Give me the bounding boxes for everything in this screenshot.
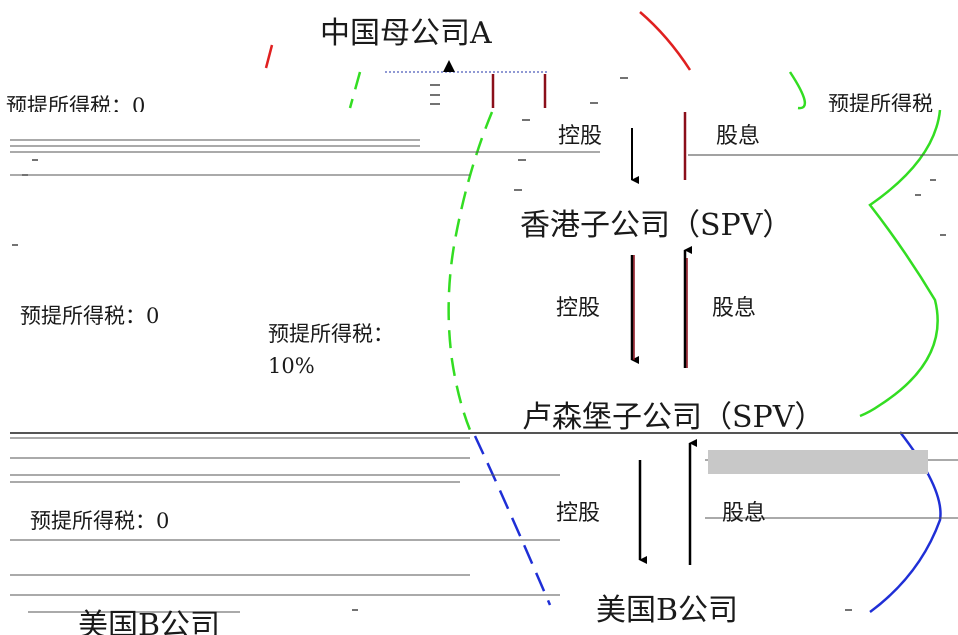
- tax-label-right-top-text: 预提所得税: [828, 92, 933, 112]
- label-dividend-2: 股息: [712, 296, 757, 321]
- node-us-left: 美国B公司: [78, 600, 220, 635]
- dash-artifacts: [12, 77, 946, 611]
- node-us-b: 美国B公司: [596, 585, 738, 623]
- red-curve-right: [639, 11, 692, 71]
- green-dashed-curve: [348, 71, 494, 431]
- node-us-b-label: 美国B公司: [596, 593, 739, 623]
- blue-dashed-curve: [473, 435, 552, 606]
- gray-block: [708, 450, 928, 474]
- label-control-1: 控股: [558, 124, 603, 149]
- node-parent: 中国母公司A: [320, 16, 492, 51]
- node-hk-spv: 香港子公司（SPV）: [520, 208, 793, 243]
- label-control-2: 控股: [556, 296, 601, 321]
- tax-label-hk-parent-text: 预提所得税：0: [6, 94, 146, 112]
- scan-line-artifacts: [10, 139, 958, 613]
- red-curve-left: [264, 44, 274, 69]
- green-solid-curve: [788, 71, 942, 418]
- node-us-left-label: 美国B公司: [78, 608, 221, 635]
- tax-label-lux-parent-1: 预提所得税：: [268, 322, 394, 346]
- tax-label-lux-hk: 预提所得税：0: [20, 304, 160, 328]
- label-dividend-3: 股息: [722, 501, 767, 526]
- tax-label-hk-parent: 预提所得税：0: [6, 90, 206, 112]
- tax-label-us-lux: 预提所得税：0: [30, 509, 170, 533]
- label-control-3: 控股: [556, 501, 601, 526]
- up-arrow-small: [443, 60, 455, 72]
- tax-label-lux-parent-2: 10%: [268, 354, 315, 378]
- label-dividend-1: 股息: [716, 124, 761, 149]
- tax-label-right-top: 预提所得税: [828, 88, 958, 112]
- node-lux-spv: 卢森堡子公司（SPV）: [522, 400, 825, 435]
